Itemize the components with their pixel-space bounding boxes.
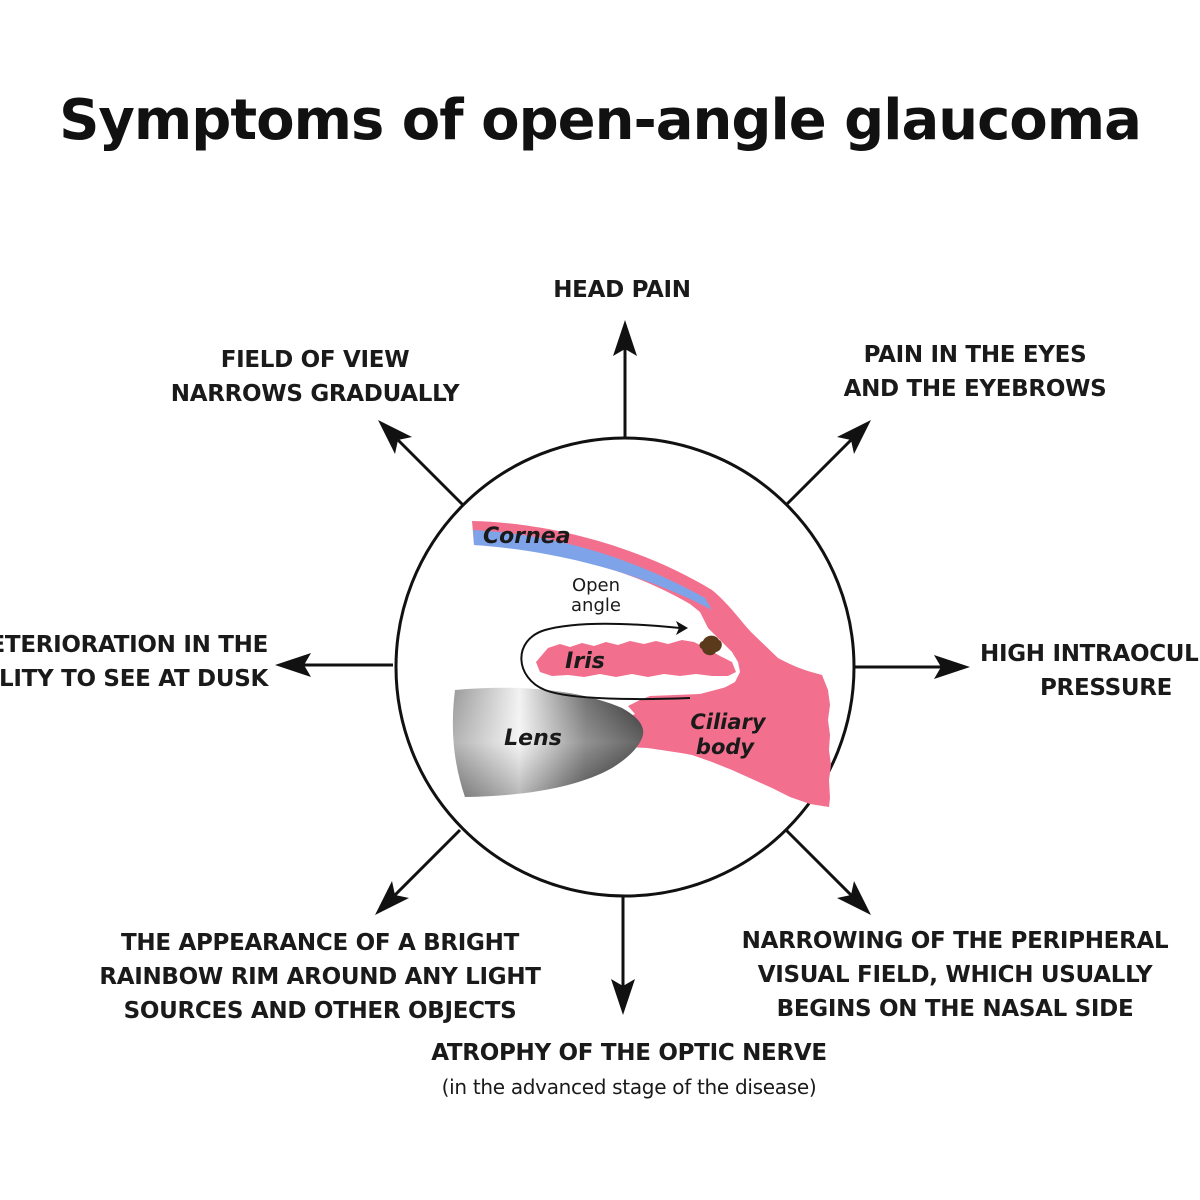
symptom-rainbow-rim-line1: THE APPEARANCE OF A BRIGHT bbox=[121, 930, 519, 956]
iris-label: Iris bbox=[565, 649, 605, 674]
symptom-field-of-view-line1: FIELD OF VIEW bbox=[220, 347, 410, 373]
symptom-rainbow-rim-line3: SOURCES AND OTHER OBJECTS bbox=[123, 998, 517, 1024]
trabecular-dot bbox=[699, 635, 722, 656]
iris-shape bbox=[536, 640, 736, 677]
arrow-top-left bbox=[378, 420, 465, 507]
ciliary-body-label-line2: body bbox=[696, 735, 755, 759]
symptom-pressure-line1: HIGH INTRAOCUL bbox=[980, 641, 1199, 667]
symptom-eye-pain-line2: AND THE EYEBROWS bbox=[843, 376, 1107, 402]
arrow-bottom-left bbox=[375, 828, 462, 915]
symptom-peripheral-line2: VISUAL FIELD, WHICH USUALLY bbox=[757, 962, 1153, 988]
symptom-eye-pain: PAIN IN THE EYES AND THE EYEBROWS bbox=[835, 338, 1115, 406]
open-angle-label-line2: angle bbox=[571, 595, 621, 616]
arrow-bottom-right bbox=[784, 828, 871, 915]
page-title: Symptoms of open-angle glaucoma bbox=[59, 88, 1142, 153]
symptom-field-of-view-line2: NARROWS GRADUALLY bbox=[170, 381, 460, 407]
symptom-head-pain: HEAD PAIN bbox=[522, 273, 722, 307]
arrow-top bbox=[613, 320, 637, 438]
symptom-peripheral-line1: NARROWING OF THE PERIPHERAL bbox=[741, 928, 1169, 954]
cornea-blue-layer bbox=[473, 530, 712, 610]
symptom-peripheral-narrowing: NARROWING OF THE PERIPHERAL VISUAL FIELD… bbox=[730, 924, 1180, 1026]
open-angle-label-line1: Open bbox=[572, 575, 620, 596]
symptom-head-pain-text: HEAD PAIN bbox=[553, 277, 691, 303]
symptom-dusk-vision: ETERIORATION IN THE BILITY TO SEE AT DUS… bbox=[0, 628, 268, 696]
eye-anatomy bbox=[452, 521, 831, 807]
symptom-rainbow-rim: THE APPEARANCE OF A BRIGHT RAINBOW RIM A… bbox=[90, 926, 550, 1028]
symptom-dusk-vision-line2: BILITY TO SEE AT DUSK bbox=[0, 666, 268, 692]
arrow-bottom bbox=[611, 895, 635, 1015]
arrow-right bbox=[852, 655, 970, 679]
ciliary-body-label-line1: Ciliary bbox=[690, 710, 767, 734]
symptom-field-of-view: FIELD OF VIEW NARROWS GRADUALLY bbox=[165, 343, 465, 411]
symptom-optic-nerve: ATROPHY OF THE OPTIC NERVE (in the advan… bbox=[400, 1036, 858, 1104]
symptom-eye-pain-line1: PAIN IN THE EYES bbox=[863, 342, 1087, 368]
symptom-optic-nerve-line1: ATROPHY OF THE OPTIC NERVE bbox=[431, 1040, 827, 1066]
arrow-top-right bbox=[784, 420, 871, 507]
open-angle-arrow bbox=[520, 622, 691, 701]
symptom-arrows bbox=[275, 320, 970, 1015]
eye-labels: Cornea Open angle Iris Lens Ciliary body bbox=[483, 524, 767, 759]
arrow-left bbox=[275, 653, 393, 677]
symptom-dusk-vision-line1: ETERIORATION IN THE bbox=[0, 632, 268, 658]
symptom-optic-nerve-note: (in the advanced stage of the disease) bbox=[441, 1075, 817, 1099]
lens-label: Lens bbox=[504, 726, 562, 751]
symptom-pressure-line2: PRESSURE bbox=[1040, 675, 1173, 701]
cornea-label: Cornea bbox=[483, 524, 571, 549]
symptom-intraocular-pressure: HIGH INTRAOCUL PRESSURE bbox=[980, 637, 1200, 705]
symptom-rainbow-rim-line2: RAINBOW RIM AROUND ANY LIGHT bbox=[99, 964, 541, 990]
symptom-peripheral-line3: BEGINS ON THE NASAL SIDE bbox=[776, 996, 1134, 1022]
